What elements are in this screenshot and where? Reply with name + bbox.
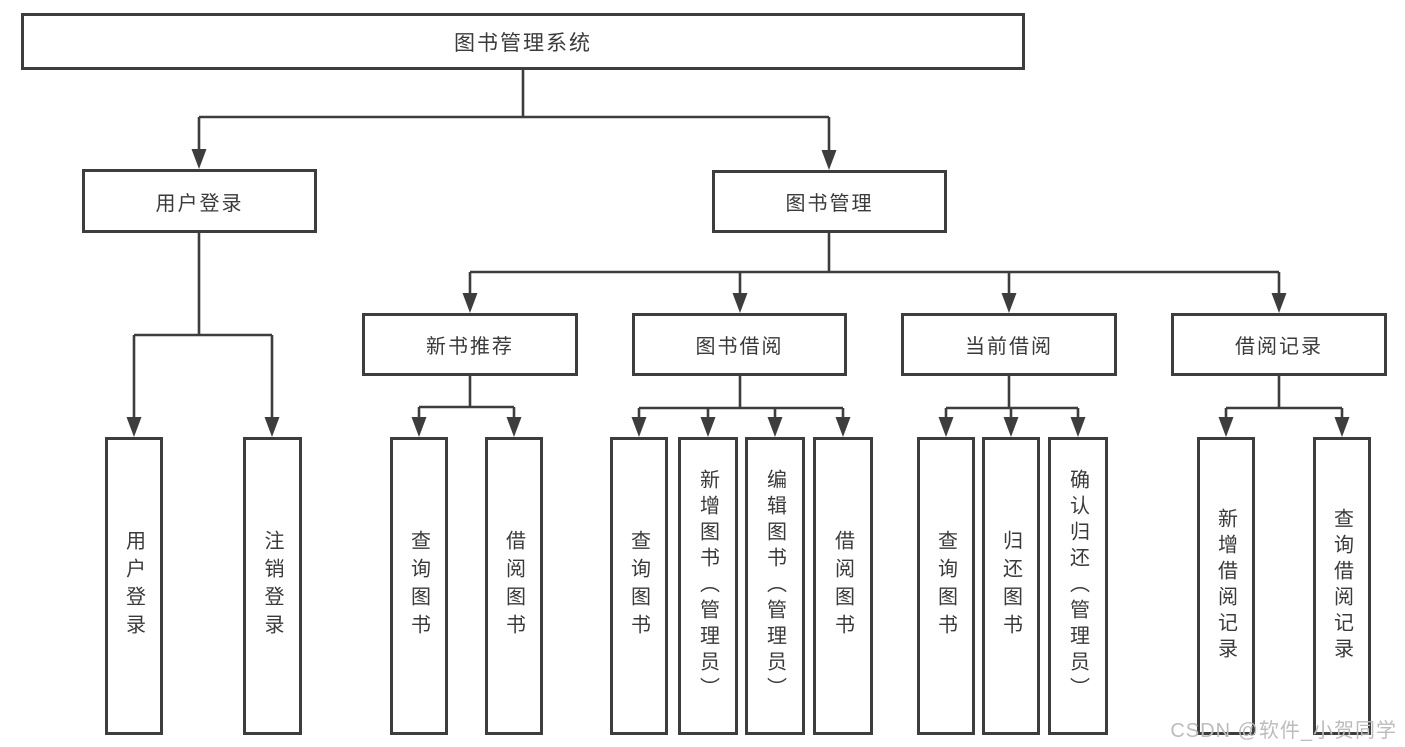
csdn-watermark: CSDN @软件_小贺同学 xyxy=(1170,720,1397,742)
leaf-user-login: 用户登录 xyxy=(105,437,163,735)
leaf-query-borrow-record: 查询借阅记录 xyxy=(1313,437,1371,735)
node-book-management: 图书管理 xyxy=(712,170,947,233)
node-book-borrowing: 图书借阅 xyxy=(632,313,847,376)
leaf-borrow-books: 借阅图书 xyxy=(813,437,873,735)
leaf-add-borrow-record: 新增借阅记录 xyxy=(1197,437,1255,735)
arrowheads xyxy=(126,149,1350,437)
node-user-login: 用户登录 xyxy=(82,169,317,233)
leaf-query-books: 查询图书 xyxy=(610,437,668,735)
node-current-borrowing: 当前借阅 xyxy=(901,313,1117,376)
leaf-add-books-admin: 新增图书（管理员） xyxy=(678,437,738,735)
node-system-root: 图书管理系统 xyxy=(21,13,1025,70)
leaf-confirm-return-admin: 确认归还（管理员） xyxy=(1048,437,1108,735)
leaf-query-books: 查询图书 xyxy=(917,437,975,735)
leaf-borrow-books: 借阅图书 xyxy=(485,437,543,735)
leaf-edit-books-admin: 编辑图书（管理员） xyxy=(745,437,805,735)
leaf-logout: 注销登录 xyxy=(243,437,302,735)
node-borrowing-records: 借阅记录 xyxy=(1171,313,1387,376)
leaf-return-books: 归还图书 xyxy=(982,437,1040,735)
node-new-book-recommend: 新书推荐 xyxy=(362,313,578,376)
leaf-query-books: 查询图书 xyxy=(390,437,448,735)
